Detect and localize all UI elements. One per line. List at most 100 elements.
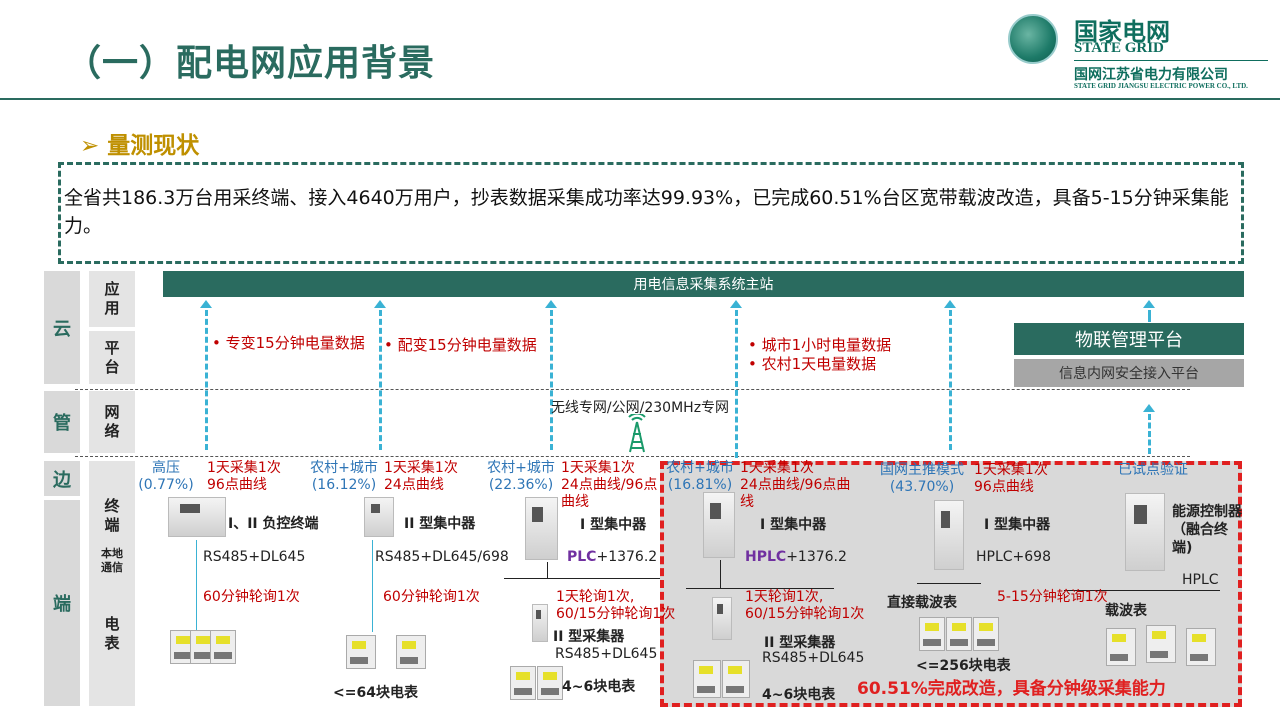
col2-share: (22.36%) <box>488 477 554 493</box>
col3-collector: II 型采集器 <box>764 635 836 651</box>
col3-polling: 1天轮询1次,60/15分钟轮询1次 <box>745 589 864 623</box>
col3-type: 农村+城市(16.81%) <box>664 460 736 494</box>
col5-protocol: HPLC <box>1182 572 1219 588</box>
col2-meters: 4~6块电表 <box>562 679 636 695</box>
col3-collect2: 24点曲线/96点曲 <box>740 477 851 493</box>
col0-terminal: I、II 负控终端 <box>228 516 319 532</box>
col2-protocol-highlight: PLC <box>567 549 597 565</box>
col3-meters: 4~6块电表 <box>762 687 836 703</box>
arrow-up-icon <box>1143 300 1155 308</box>
data-flow-line <box>1148 414 1151 454</box>
col3-polling2: 60/15分钟轮询1次 <box>745 606 865 622</box>
col4-share: (43.70%) <box>889 479 955 495</box>
meter-image <box>346 635 376 669</box>
col2-polling: 1天轮询1次,60/15分钟轮询1次 <box>556 589 675 623</box>
layer-app: 应用 <box>89 271 135 327</box>
col4-direct: 直接载波表 <box>887 595 957 611</box>
arrow-up-icon <box>374 300 386 308</box>
col2-protocol-rest: +1376.2 <box>596 549 658 565</box>
col4-collect1: 1天采集1次 <box>974 462 1048 478</box>
connect-line <box>917 583 981 584</box>
col2-collect1: 1天采集1次 <box>561 460 635 476</box>
state-grid-logo-icon <box>1008 14 1058 64</box>
meter-image <box>210 630 236 664</box>
col4-collect2: 96点曲线 <box>974 479 1034 495</box>
col1-terminal: II 型集中器 <box>404 516 476 532</box>
col5-terminal2: （融合终 <box>1172 522 1228 538</box>
col4-type-label: 国网主推模式 <box>880 462 964 478</box>
data-flow-line <box>735 310 738 458</box>
section-heading: ➢ 量测现状 <box>80 126 199 160</box>
col5-terminal: 能源控制器（融合终端) <box>1172 503 1242 557</box>
col2-collector: II 型采集器 <box>553 629 625 645</box>
col4-protocol: HPLC+698 <box>976 549 1051 565</box>
meter-image <box>537 666 563 700</box>
col2-collect3: 曲线 <box>561 494 589 510</box>
data-flow-line <box>205 310 208 450</box>
meter-image <box>396 635 426 669</box>
load-control-terminal-image <box>168 497 226 537</box>
connect-line <box>372 540 373 632</box>
col0-collect1: 1天采集1次 <box>207 460 281 476</box>
col5-meters: 载波表 <box>1105 603 1147 619</box>
type1-concentrator-image <box>934 500 964 570</box>
layer-cloud: 云 <box>44 271 80 384</box>
header-divider <box>0 98 1280 100</box>
arrow-up-icon <box>200 300 212 308</box>
col0-polling: 60分钟轮询1次 <box>203 589 300 605</box>
layer-platform: 平台 <box>89 331 135 384</box>
meter-image <box>1106 628 1136 666</box>
col3-collect1: 1天采集1次 <box>740 460 814 476</box>
connect-line <box>547 562 548 578</box>
col0-type-label: 高压 <box>152 460 180 476</box>
logo-divider <box>1074 60 1268 61</box>
meter-image <box>1186 628 1216 666</box>
data-flow-line <box>949 310 952 450</box>
type2-concentrator-image <box>364 497 394 537</box>
connect-line <box>720 560 721 588</box>
col4-meters: <=256块电表 <box>916 658 1011 674</box>
col3-collect3: 线 <box>740 494 754 510</box>
network-label: 无线专网/公网/230MHz专网 <box>550 400 730 416</box>
col2-type-label: 农村+城市 <box>487 460 555 476</box>
energy-controller-image <box>1125 493 1165 571</box>
layer-meter: 电表 <box>104 615 120 652</box>
type2-collector-image <box>532 604 548 642</box>
col1-polling: 60分钟轮询1次 <box>383 589 480 605</box>
logo-company-en: STATE GRID JIANGSU ELECTRIC POWER CO., L… <box>1074 82 1248 90</box>
logo-en: STATE GRID <box>1074 40 1164 56</box>
section-title: 量测现状 <box>107 133 200 159</box>
col1-collect2: 24点曲线 <box>384 477 444 493</box>
summary-text: 全省共186.3万台用采终端、接入4640万用户，抄表数据采集成功率达99.93… <box>64 187 1229 237</box>
connect-line <box>196 540 197 630</box>
layer-local-comm: 本地通信 <box>101 547 123 574</box>
element <box>628 414 646 453</box>
col3-terminal: I 型集中器 <box>760 517 827 533</box>
arrow-bullet-icon: ➢ <box>80 133 100 159</box>
arrow-up-icon <box>545 300 557 308</box>
col1-type: 农村+城市(16.12%) <box>308 460 380 494</box>
layer-device-group: 终端 本地通信 电表 <box>89 461 135 706</box>
connect-line <box>1064 590 1220 591</box>
col2-terminal: I 型集中器 <box>580 517 647 533</box>
layer-pipe: 管 <box>44 391 80 453</box>
note-distribution-transformer: • 配变15分钟电量数据 <box>384 336 537 354</box>
col3-polling1: 1天轮询1次, <box>745 589 824 605</box>
logo-cn: 国家电网 <box>1074 18 1170 46</box>
col2-collect2: 24点曲线/96点 <box>561 477 658 493</box>
col2-type: 农村+城市(22.36%) <box>485 460 557 494</box>
meter-image <box>973 617 999 651</box>
col0-type: 高压(0.77%) <box>136 460 196 494</box>
col2-protocol: PLC+1376.2 <box>567 549 657 565</box>
note-city: • 城市1小时电量数据 <box>748 336 892 354</box>
main-station-bar: 用电信息采集系统主站 <box>163 271 1244 297</box>
layer-edge: 边 <box>44 461 80 496</box>
col1-meters: <=64块电表 <box>333 685 418 701</box>
col2-polling1: 1天轮询1次, <box>556 589 635 605</box>
layer-terminal: 终端 <box>104 497 120 534</box>
note-special-transformer: • 专变15分钟电量数据 <box>212 334 365 352</box>
col1-protocol: RS485+DL645/698 <box>375 549 509 565</box>
